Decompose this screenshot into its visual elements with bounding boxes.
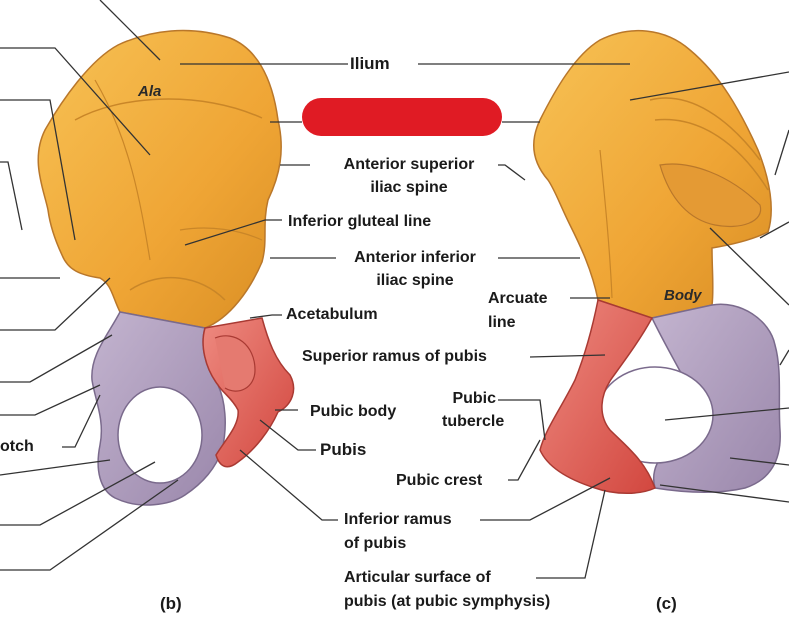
obturator-foramen-b	[117, 386, 203, 484]
ilium-region-b	[37, 29, 282, 329]
iliac-tuberosity-shading	[649, 97, 761, 161]
label-arcuate-line1: Arcuate	[488, 290, 548, 307]
acetabulum-fossa	[214, 335, 256, 392]
label-asis-line1: Anterior superior	[343, 156, 475, 173]
hip-bone-medial-view	[533, 30, 781, 494]
leader-lines	[0, 0, 789, 579]
label-pubic-body: Pubic body	[310, 403, 397, 420]
inf-gluteal-line-shading	[179, 227, 263, 241]
label-pubis: Pubis	[320, 440, 367, 459]
label-asis-line2: iliac spine	[370, 179, 448, 196]
label-notch-partial: otch	[0, 438, 34, 455]
label-aiis-line1: Anterior inferior	[354, 249, 476, 266]
label-panel-b: (b)	[160, 594, 182, 613]
label-pubic-tubercle-line2: tubercle	[442, 413, 505, 430]
label-inferior-ramus-line1: Inferior ramus	[344, 511, 452, 528]
label-pubic-tubercle-line1: Pubic	[452, 390, 496, 407]
hip-bone-lateral-view	[37, 29, 295, 506]
label-arcuate-line2: line	[488, 314, 516, 331]
redaction-bar	[302, 98, 502, 136]
label-pubic-crest: Pubic crest	[396, 472, 483, 489]
label-ala: Ala	[138, 83, 162, 100]
arcuate-line-shading	[599, 149, 613, 299]
gluteal-line-shading	[94, 79, 151, 261]
iliac-tuberosity-shading-2	[654, 118, 769, 191]
auricular-surface	[659, 163, 762, 228]
ilium-region-c	[533, 30, 772, 319]
label-inferior-gluteal-line: Inferior gluteal line	[288, 213, 432, 230]
label-acetabulum: Acetabulum	[286, 306, 378, 323]
label-articular-surface-line2: pubis (at pubic symphysis)	[344, 593, 551, 610]
label-articular-surface-line1: Articular surface of	[344, 569, 491, 586]
label-panel-c: (c)	[656, 594, 677, 613]
acetabular-rim-shading	[129, 277, 226, 301]
label-inferior-ramus-line2: of pubis	[344, 535, 407, 552]
label-body: Body	[664, 287, 702, 304]
label-ilium: Ilium	[350, 54, 390, 73]
pubis-region-c	[539, 299, 656, 494]
label-superior-ramus: Superior ramus of pubis	[302, 348, 487, 365]
label-aiis-line2: iliac spine	[376, 272, 454, 289]
iliac-crest-shading	[74, 98, 263, 121]
